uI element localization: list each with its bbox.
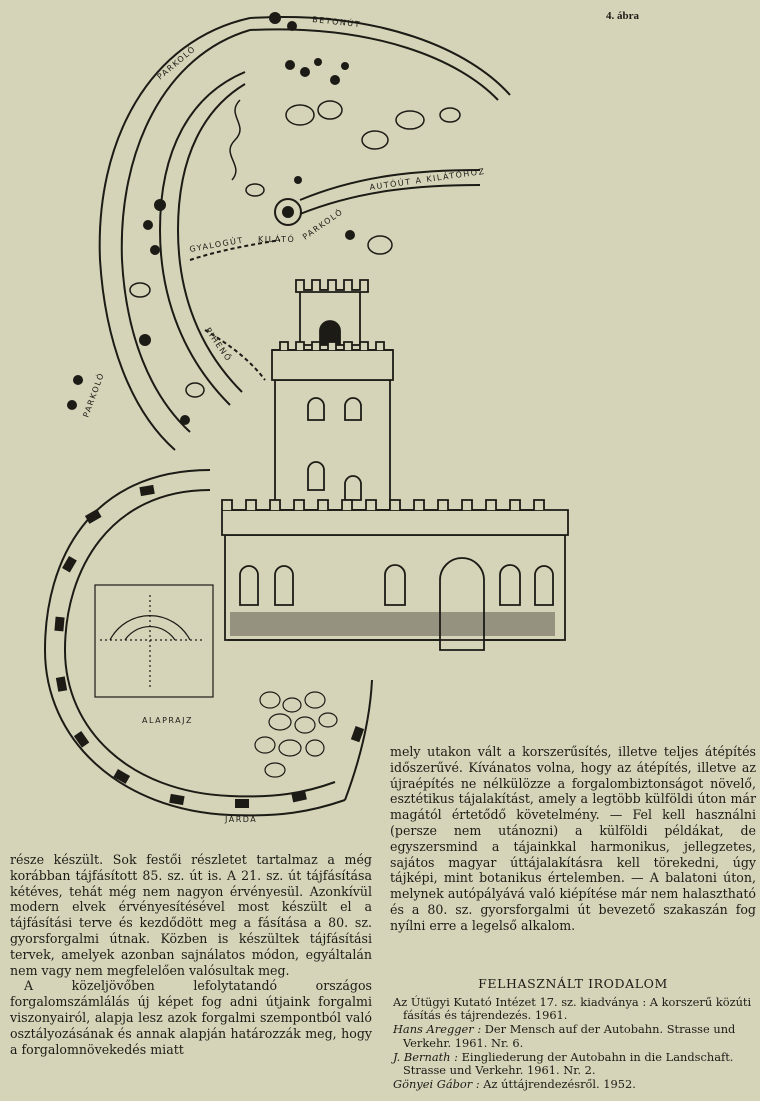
right-paragraph-1: mely utakon vált a korszerűsítés, illetv… <box>390 744 756 933</box>
literature-item: J. Bernath : Eingliederung der Autobahn … <box>393 1049 734 1078</box>
tower-landscape-illustration: BETONÚT PARKOLÓ AUTÓÚT A KILÁTÓHOZ PARKO… <box>43 12 569 824</box>
label-kilato: KILÁTÓ <box>258 233 295 244</box>
paving-stones <box>254 691 338 778</box>
label-gyalogut: GYALOGÚT <box>188 234 244 254</box>
access-road-to-tower <box>299 169 481 201</box>
concrete-road <box>249 16 511 96</box>
label-betonut: BETONÚT <box>312 13 362 29</box>
outer-road <box>98 17 251 451</box>
lookout-tower <box>221 279 569 651</box>
plan-inset <box>94 584 214 698</box>
label-parkolo-left: PARKOLÓ <box>80 370 107 418</box>
left-paragraph-1: része készült. Sok festői részletet tart… <box>10 852 372 978</box>
literature-item: Az Útügyi Kutató Intézet 17. sz. kiadván… <box>393 995 752 1023</box>
left-text-column: része készült. Sok festői részletet tart… <box>10 852 372 1057</box>
figure-number: 4. ábra <box>606 10 639 22</box>
label-piheno: PIHENŐ <box>203 325 234 363</box>
left-paragraph-2: A közeljövőben lefolytatandó országos fo… <box>10 978 372 1057</box>
literature-item: Hans Aregger : Der Mensch auf der Autoba… <box>393 1022 736 1050</box>
literature-heading: FELHASZNÁLT IRODALOM <box>478 976 668 991</box>
literature-item: Gönyei Gábor : Az úttájrendezésről. 1952… <box>393 1077 636 1092</box>
literature-list: Az Útügyi Kutató Intézet 17. sz. kiadván… <box>393 995 756 1092</box>
label-autout: AUTÓÚT A KILÁTÓHOZ <box>369 165 486 192</box>
vegetation <box>67 12 355 425</box>
right-text-column: mely utakon vált a korszerűsítés, illetv… <box>390 744 756 934</box>
footpath <box>189 239 281 261</box>
label-alaprajz: ALAPRAJZ <box>142 716 193 725</box>
label-jarda: JÁRDA <box>224 813 257 824</box>
